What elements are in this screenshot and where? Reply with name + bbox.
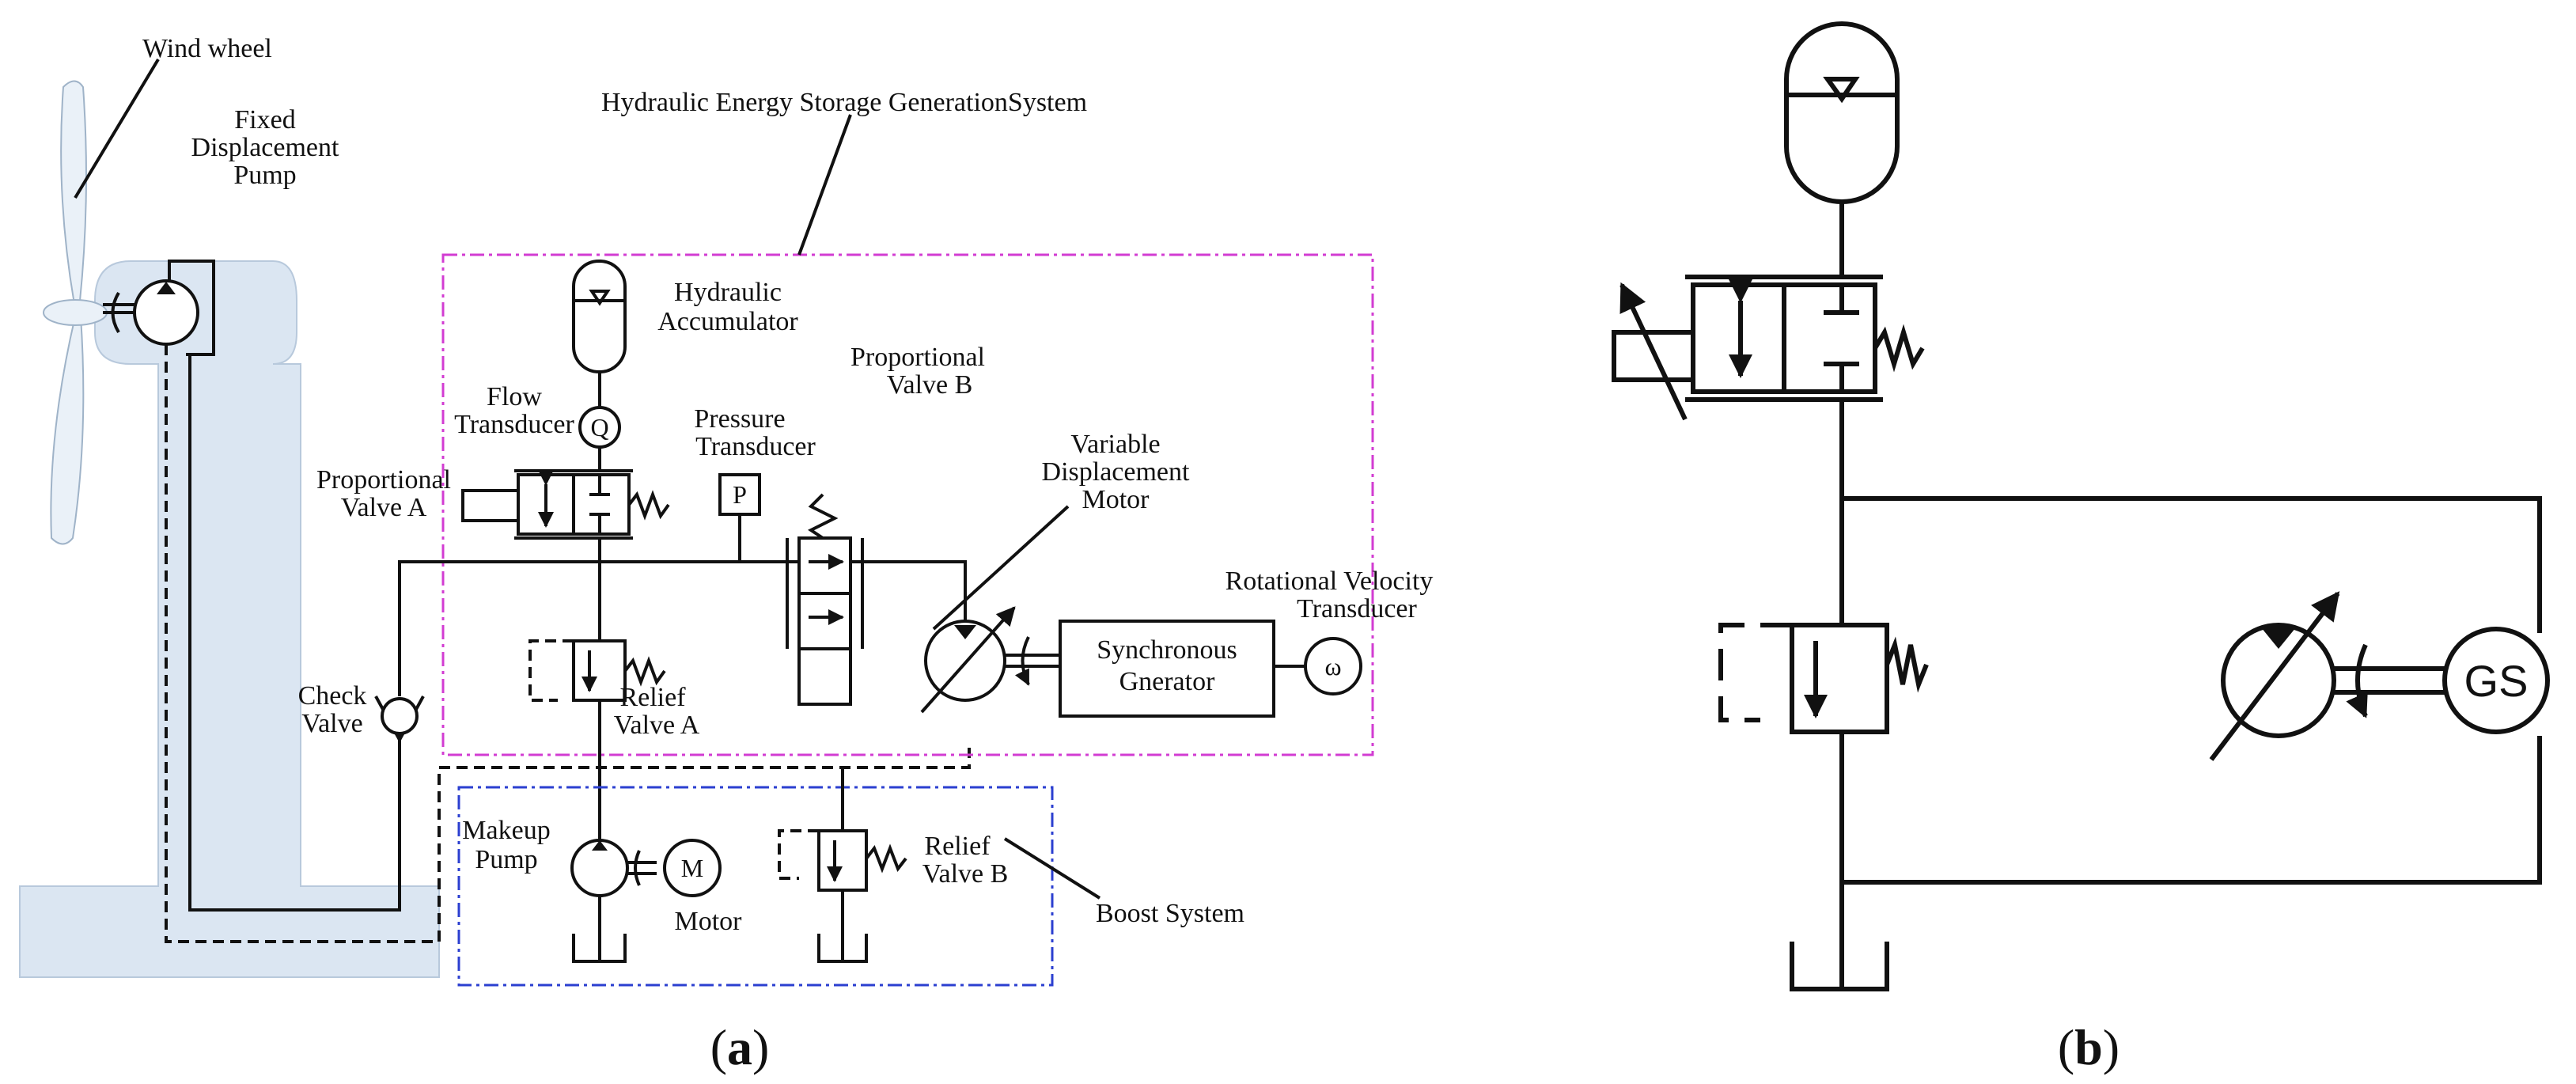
label-prop-valve-b-2: Valve B bbox=[887, 370, 973, 400]
variable-motor-b-icon bbox=[2209, 591, 2445, 761]
label-check-valve-2: Valve bbox=[301, 709, 362, 738]
drain-line bbox=[165, 344, 971, 943]
pressure-symbol: P bbox=[733, 480, 747, 509]
pump-supply-line bbox=[188, 354, 401, 912]
flow-transducer-icon: Q bbox=[578, 406, 621, 471]
loop-top-b bbox=[1842, 496, 2542, 633]
label-makeup-pump-2: Pump bbox=[475, 845, 537, 874]
label-relief-a-2: Valve A bbox=[614, 711, 700, 740]
pressure-transducer-icon: P bbox=[718, 473, 761, 562]
loop-bottom-b bbox=[1842, 736, 2542, 885]
label-generator-2: Gnerator bbox=[1119, 667, 1216, 696]
system-leader bbox=[797, 114, 852, 256]
label-accumulator-2: Accumulator bbox=[657, 307, 798, 336]
boost-system-border bbox=[457, 786, 1054, 987]
wind-turbine-tower bbox=[19, 260, 440, 978]
caption-a: (a) bbox=[710, 1019, 770, 1075]
check-valve-icon bbox=[374, 677, 425, 744]
panel-b: GS (b) bbox=[1612, 21, 2550, 1075]
label-wind-wheel: Wind wheel bbox=[142, 34, 272, 63]
wind-wheel-icon bbox=[43, 80, 108, 545]
label-check-valve-1: Check bbox=[298, 681, 367, 711]
label-prop-valve-a-1: Proportional bbox=[316, 465, 451, 495]
label-fixed-pump-3: Pump bbox=[233, 161, 296, 190]
label-fixed-pump-1: Fixed bbox=[234, 105, 295, 135]
label-boost-system: Boost System bbox=[1096, 899, 1244, 928]
proportional-valve-b-panel-icon bbox=[1612, 275, 1925, 421]
label-prop-valve-a-2: Valve A bbox=[341, 493, 427, 522]
accumulator-b-icon bbox=[1784, 21, 1900, 277]
label-relief-a-1: Relief bbox=[619, 683, 686, 712]
proportional-valve-b-icon bbox=[786, 493, 864, 706]
label-flow-transducer-1: Flow bbox=[487, 382, 542, 411]
caption-b-letter: b bbox=[2074, 1019, 2103, 1075]
label-relief-b-2: Valve B bbox=[922, 859, 1009, 889]
fixed-displacement-pump-icon bbox=[103, 260, 215, 356]
flow-symbol: Q bbox=[590, 413, 608, 442]
motor-symbol: M bbox=[681, 854, 703, 882]
caption-b: (b) bbox=[2058, 1019, 2120, 1075]
label-var-motor-2: Displacement bbox=[1042, 457, 1190, 487]
label-relief-b-1: Relief bbox=[924, 832, 991, 861]
relief-valve-a-icon bbox=[528, 639, 666, 702]
hydraulic-accumulator-icon bbox=[572, 260, 627, 407]
synchronous-generator-icon: Synchronous Gnerator ω bbox=[1059, 620, 1362, 718]
wind-wheel-leader bbox=[74, 58, 160, 199]
caption-a-letter: a bbox=[727, 1019, 752, 1075]
gs-symbol: GS bbox=[2464, 656, 2529, 706]
label-var-motor-1: Variable bbox=[1070, 430, 1160, 459]
label-rot-velocity-2: Transducer bbox=[1297, 594, 1417, 623]
proportional-valve-a-icon bbox=[461, 469, 670, 540]
generator-gs-icon: GS bbox=[2442, 627, 2550, 734]
label-system: Hydraulic Energy Storage GenerationSyste… bbox=[601, 88, 1087, 117]
label-pressure-transducer-2: Transducer bbox=[695, 432, 816, 461]
label-var-motor-3: Motor bbox=[1082, 485, 1150, 514]
label-prop-valve-b-1: Proportional bbox=[850, 343, 985, 372]
label-pressure-transducer-1: Pressure bbox=[694, 404, 785, 434]
label-fixed-pump-2: Displacement bbox=[191, 133, 339, 162]
label-generator-1: Synchronous bbox=[1097, 635, 1237, 665]
label-accumulator-1: Hydraulic bbox=[674, 278, 782, 307]
relief-valve-b-panel-icon bbox=[1718, 623, 1929, 991]
hydraulic-system-border bbox=[441, 253, 1374, 756]
relief-valve-b-icon bbox=[778, 768, 907, 963]
main-pressure-line bbox=[398, 560, 967, 677]
label-flow-transducer-2: Transducer bbox=[454, 410, 574, 439]
motor-leader bbox=[932, 505, 1070, 631]
boost-leader bbox=[1003, 837, 1101, 900]
omega-symbol: ω bbox=[1324, 652, 1341, 680]
label-rot-velocity-1: Rotational Velocity bbox=[1225, 567, 1434, 596]
label-makeup-pump-1: Makeup bbox=[462, 816, 550, 845]
makeup-pump-icon: M bbox=[570, 839, 722, 963]
label-motor: Motor bbox=[675, 907, 743, 936]
variable-displacement-motor-icon bbox=[920, 606, 1060, 714]
panel-a: Wind wheel Fixed Displacement Pump Check… bbox=[19, 34, 1434, 1075]
